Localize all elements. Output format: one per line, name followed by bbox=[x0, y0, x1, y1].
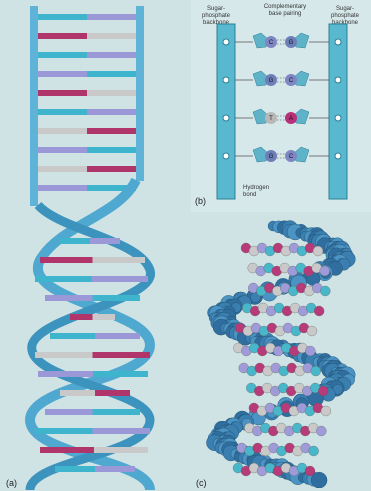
space-filling-model bbox=[191, 218, 371, 488]
base-letter-right: A bbox=[289, 116, 293, 122]
base-rung-left bbox=[38, 371, 93, 377]
base-atom bbox=[320, 286, 330, 296]
phosphate-node bbox=[223, 39, 229, 45]
base-atom bbox=[321, 406, 331, 416]
base-rung-right bbox=[87, 109, 136, 115]
base-rung-left bbox=[40, 257, 93, 263]
base-rung-right bbox=[87, 71, 136, 77]
base-rung-left bbox=[40, 447, 94, 453]
panel-c-label: (c) bbox=[196, 478, 207, 488]
base-rung-right bbox=[93, 428, 151, 434]
base-rung-left bbox=[45, 295, 93, 301]
base-rung-left bbox=[38, 185, 87, 191]
base-rung-right bbox=[94, 447, 148, 453]
base-rung-left bbox=[35, 276, 92, 282]
base-rung-left bbox=[55, 466, 95, 472]
double-helix-illustration bbox=[0, 0, 191, 491]
base-rung-right bbox=[87, 52, 136, 58]
panel-a-label: (a) bbox=[6, 478, 17, 488]
base-letter-left: T bbox=[269, 116, 273, 122]
base-rung-left bbox=[60, 238, 90, 244]
base-rung-right bbox=[95, 390, 130, 396]
base-letter-left: C bbox=[269, 40, 274, 46]
base-rung-right bbox=[95, 466, 135, 472]
base-rung-right bbox=[93, 409, 141, 415]
base-rung-right bbox=[93, 295, 141, 301]
base-rung-left bbox=[38, 14, 87, 20]
base-rung-left bbox=[38, 90, 87, 96]
phosphate-node bbox=[335, 39, 341, 45]
base-letter-right: G bbox=[289, 40, 294, 46]
base-rung-left bbox=[38, 109, 87, 115]
phosphate-node bbox=[335, 77, 341, 83]
base-letter-left: G bbox=[269, 154, 274, 160]
base-letter-right: C bbox=[289, 154, 294, 160]
left-backbone-rail bbox=[30, 6, 38, 206]
right-backbone-rail bbox=[136, 6, 144, 181]
base-rung-left bbox=[38, 33, 87, 39]
base-atom bbox=[307, 326, 317, 336]
phosphate-node bbox=[223, 115, 229, 121]
base-rung-right bbox=[87, 147, 136, 153]
base-rung-right bbox=[87, 128, 136, 134]
phosphate-node bbox=[335, 115, 341, 121]
base-atom bbox=[318, 386, 328, 396]
base-atom bbox=[305, 346, 315, 356]
base-letter-right: C bbox=[289, 78, 294, 84]
base-pairing-diagram: C G G C T A G C bbox=[191, 0, 371, 212]
base-rung-left bbox=[38, 128, 87, 134]
base-atom bbox=[313, 246, 323, 256]
base-rung-right bbox=[90, 238, 120, 244]
base-rung-left bbox=[38, 166, 87, 172]
hydrogen-bond-label: Hydrogen bond bbox=[243, 185, 279, 199]
base-rung-left bbox=[70, 314, 93, 320]
base-rung-right bbox=[93, 352, 151, 358]
base-rung-left bbox=[35, 352, 93, 358]
base-rung-right bbox=[93, 314, 116, 320]
panel-b-label: (b) bbox=[195, 196, 206, 206]
base-rung-left bbox=[50, 333, 95, 339]
phosphate-node bbox=[223, 153, 229, 159]
base-atom bbox=[314, 306, 324, 316]
base-atom bbox=[311, 366, 321, 376]
base-rung-right bbox=[87, 14, 136, 20]
base-rung-right bbox=[93, 257, 146, 263]
base-rung-left bbox=[60, 390, 95, 396]
base-rung-right bbox=[95, 333, 140, 339]
phosphate-node bbox=[335, 153, 341, 159]
base-rung-left bbox=[38, 147, 87, 153]
base-letter-left: G bbox=[269, 78, 274, 84]
base-atom bbox=[316, 426, 326, 436]
base-atom bbox=[309, 446, 319, 456]
base-rung-left bbox=[45, 409, 93, 415]
base-atom bbox=[305, 466, 315, 476]
base-rung-right bbox=[87, 166, 136, 172]
phosphate-node bbox=[223, 77, 229, 83]
base-rung-left bbox=[38, 52, 87, 58]
base-rung-left bbox=[35, 428, 93, 434]
base-rung-left bbox=[38, 71, 87, 77]
base-rung-right bbox=[93, 371, 148, 377]
base-rung-right bbox=[92, 276, 149, 282]
base-atom bbox=[320, 266, 330, 276]
base-rung-right bbox=[87, 33, 136, 39]
base-rung-right bbox=[87, 90, 136, 96]
